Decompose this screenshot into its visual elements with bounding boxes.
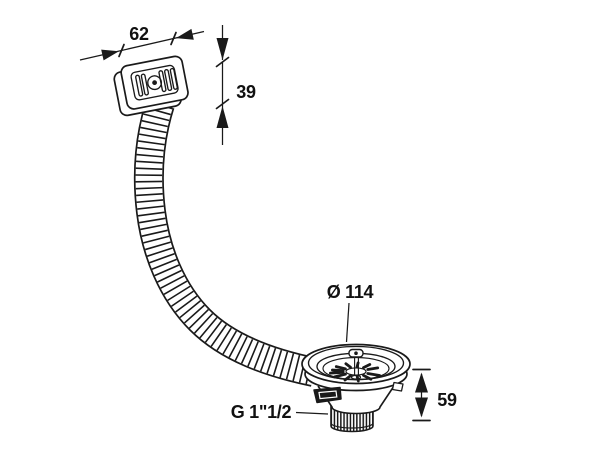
diameter-callout: Ø 114: [327, 282, 374, 343]
grille-slot: [135, 74, 144, 97]
dimension-plate-width: 62: [79, 24, 205, 61]
grille-slot: [158, 70, 167, 93]
plate-height-value: 39: [236, 82, 256, 102]
strainer-height-value: 59: [437, 390, 457, 410]
overflow-plate: [113, 55, 189, 117]
plate-width-value: 62: [129, 24, 149, 44]
leader-line: [295, 411, 329, 415]
basket-slot: [366, 366, 380, 371]
overflow-inlet-inner: [318, 390, 338, 400]
basket-slot: [328, 370, 345, 375]
dimension-tick: [118, 43, 125, 58]
dimension-tick: [170, 31, 177, 46]
basket-slot: [362, 363, 372, 370]
dimension-arrow: [415, 397, 428, 418]
thread-end-ring: [330, 422, 374, 429]
basket-slot: [344, 362, 352, 369]
flange-clip: [391, 381, 404, 392]
dimension-strainer-height: 59: [412, 368, 457, 422]
rim-outer-edge: [301, 343, 411, 385]
grille-slot: [140, 73, 149, 96]
basket-slot: [343, 374, 352, 382]
dimension-tick: [215, 98, 230, 110]
strainer-diameter-value: Ø 114: [327, 282, 374, 302]
basket-slot: [362, 373, 373, 381]
dimension-arrow: [415, 372, 428, 393]
thread-size-value: G 1"1/2: [231, 402, 292, 422]
basket-slot: [333, 372, 347, 379]
plate-screw-head: [152, 80, 157, 86]
basket-slot: [334, 365, 347, 371]
stem-knob-center: [354, 351, 358, 356]
leader-line: [345, 302, 350, 343]
dimension-arrow: [101, 49, 119, 61]
thread-callout: G 1"1/2: [231, 402, 329, 422]
dimension-plate-height: 39: [215, 25, 256, 145]
basket-strainer: [301, 343, 411, 433]
basket-slot: [366, 372, 382, 377]
hose-body: [135, 100, 317, 386]
basket-slot: [330, 368, 345, 373]
grille-slot: [163, 69, 173, 92]
dimension-arrow: [216, 38, 229, 60]
grille-slot: [169, 67, 178, 90]
dimension-arrow: [176, 28, 194, 40]
stem-base: [350, 374, 362, 380]
hose-corrugation-rings: [135, 100, 317, 386]
flexible-hose: [133, 99, 318, 387]
